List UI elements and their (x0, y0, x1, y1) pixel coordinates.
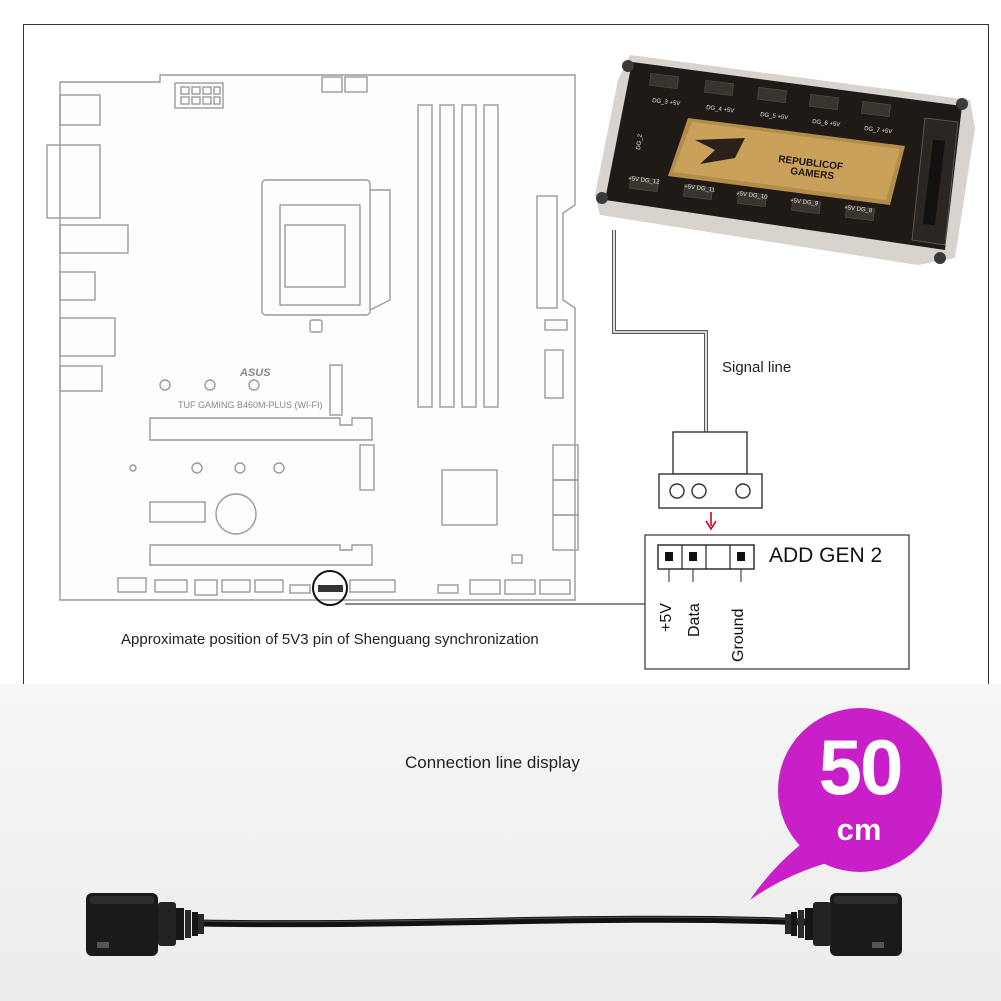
length-unit: cm (836, 812, 882, 847)
length-value: 50 (818, 723, 904, 811)
pin-label-data: Data (686, 603, 703, 637)
signal-cable (612, 230, 708, 432)
hub-port-label: +5V DG_8 (844, 205, 873, 214)
hub-port-label: DG_4 +5V (706, 105, 735, 114)
pin-label-5v: +5V (658, 603, 675, 632)
mb-model: TUF GAMING B460M-PLUS (WI-FI) (178, 400, 323, 410)
signal-line-label: Signal line (722, 359, 792, 376)
connection-display-title: Connection line display (405, 753, 580, 772)
hub-port-label: DG_7 +5V (864, 126, 893, 135)
hub-port-label: +5V DG_12 (628, 176, 661, 186)
hub-port-label: +5V DG_9 (790, 198, 819, 207)
approx-position-caption: Approximate position of 5V3 pin of Sheng… (121, 631, 539, 648)
motherboard-drawing (46, 74, 579, 601)
hub-port-label: DG_2 (636, 133, 644, 150)
add-gen-label: ADD GEN 2 (769, 544, 883, 567)
argb-header-pins (318, 585, 343, 592)
hub-port-label: +5V DG_11 (684, 184, 716, 194)
hub-port-label: DG_6 +5V (812, 119, 841, 128)
mb-brand: ASUS (239, 367, 271, 379)
pin-label-ground: Ground (730, 608, 747, 662)
hub-port-label: +5V DG_10 (736, 191, 769, 201)
hub-logo-line2: GAMERS (790, 166, 835, 182)
hub-port-label: DG_3 +5V (652, 98, 681, 107)
hub-port-label: DG_5 +5V (760, 112, 789, 121)
connector-body (672, 431, 748, 475)
argb-header-marker (312, 570, 348, 606)
